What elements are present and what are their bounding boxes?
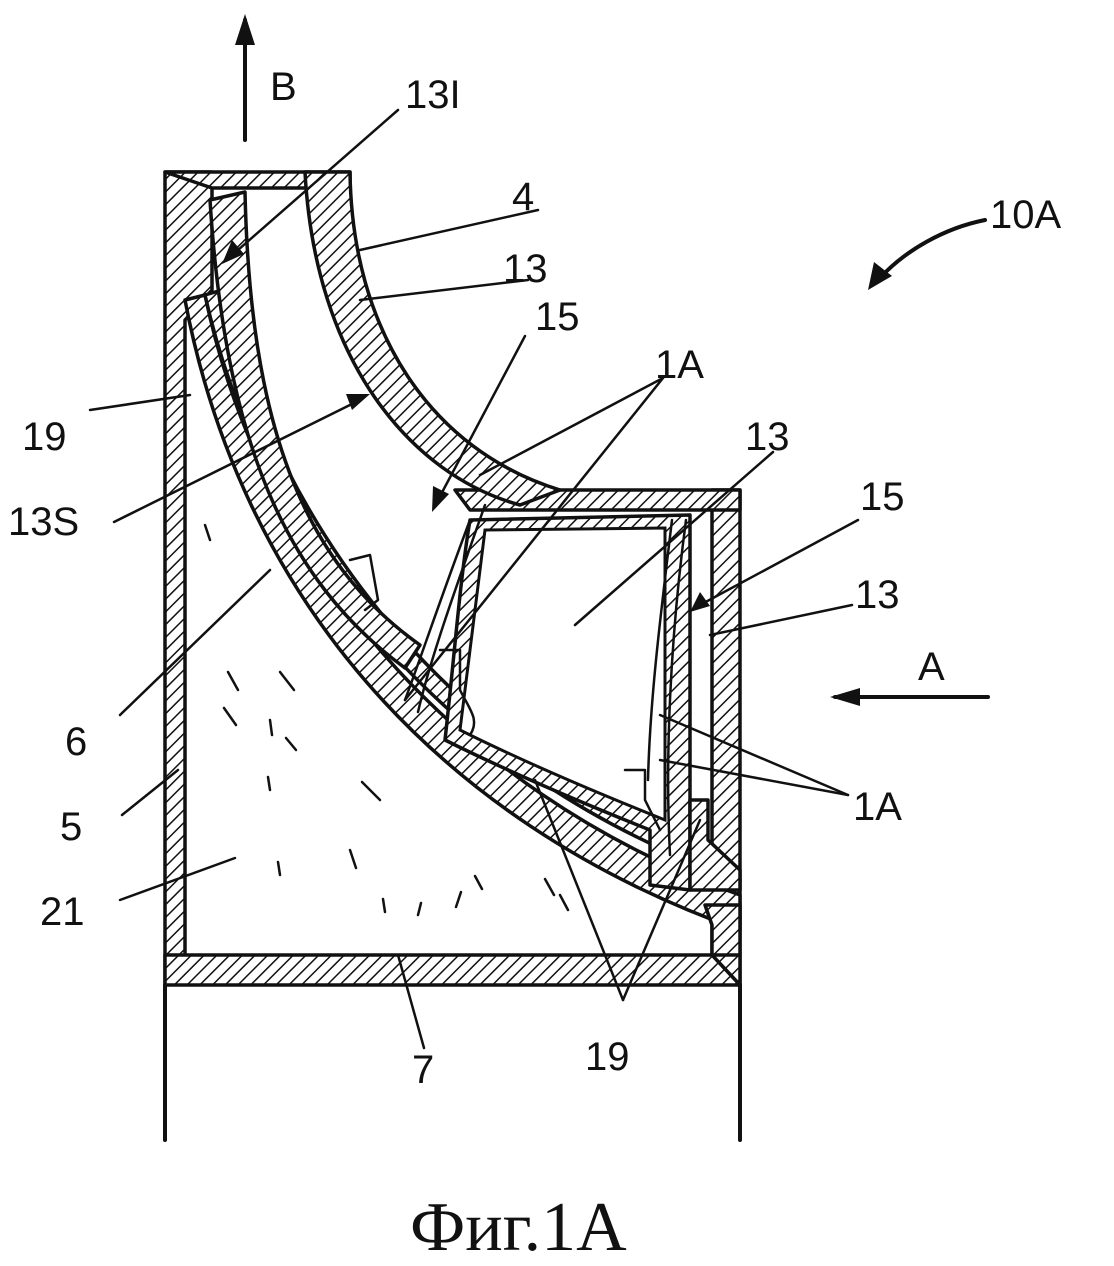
label-6: 6 [65, 720, 87, 764]
chamber-step [438, 648, 476, 737]
chamber-step-right [623, 768, 662, 832]
label-13-mid: 13 [745, 415, 790, 459]
label-5: 5 [60, 805, 82, 849]
chamber-interior [458, 526, 667, 823]
web-strip-right2 [666, 518, 688, 857]
inner-chamber [438, 513, 742, 957]
side-flange [688, 798, 742, 892]
arrow-10a [868, 218, 987, 290]
arrow-b [235, 14, 255, 142]
leader-lines [88, 108, 860, 1050]
label-1a-top: 1A [655, 343, 704, 387]
arrow-a [830, 688, 990, 706]
label-10a: 10A [990, 193, 1061, 237]
small-step-left [348, 553, 380, 612]
label-a: A [918, 645, 945, 689]
reference-labels: B 13I 10A 4 13 15 1A 19 13 15 13S 13 A 6… [8, 65, 1061, 1092]
label-15-right: 15 [860, 475, 905, 519]
inner-liner-channel [208, 190, 422, 670]
label-b: B [270, 65, 297, 109]
bottom-wall [163, 953, 742, 987]
label-19-left: 19 [22, 415, 67, 459]
flow-channel [183, 170, 742, 932]
label-13i: 13I [405, 73, 461, 117]
direction-arrows [235, 14, 990, 706]
figure-caption: Фиг.1А [410, 1189, 627, 1266]
web-strip-mid [416, 503, 487, 714]
label-4: 4 [512, 175, 534, 219]
web-strip-right [646, 518, 674, 782]
label-13-top: 13 [503, 247, 548, 291]
label-13s: 13S [8, 500, 79, 544]
label-13-right: 13 [855, 573, 900, 617]
bottom-flange [703, 903, 742, 957]
label-19-bottom: 19 [585, 1035, 630, 1079]
web-strip-left [403, 518, 472, 702]
outer-curved-wall [303, 170, 562, 507]
label-15-top: 15 [535, 295, 580, 339]
filler-region [203, 523, 570, 917]
label-21: 21 [40, 890, 85, 934]
label-1a-right: 1A [853, 785, 902, 829]
seal-web [348, 503, 688, 857]
label-7: 7 [412, 1048, 434, 1092]
